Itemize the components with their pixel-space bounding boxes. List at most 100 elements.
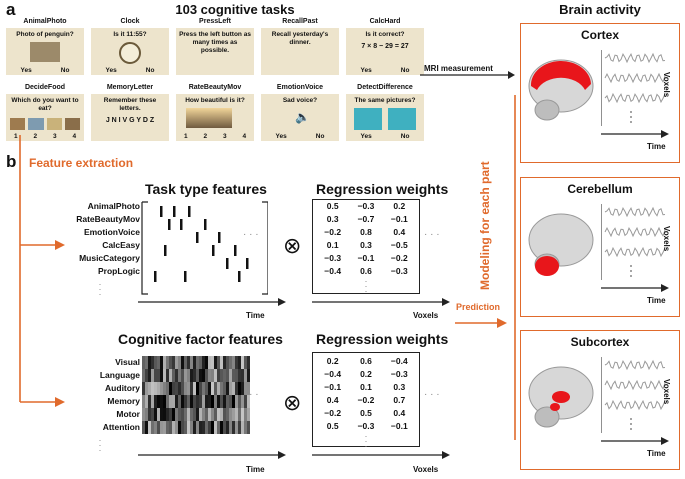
weight-value: −0.4 [324, 369, 342, 379]
task-card: Remember these letters.J N I V G Y D Z [91, 94, 169, 141]
cog-feature-cell [232, 421, 235, 434]
cog-feature-cell [157, 421, 160, 434]
cog-feature-cell [190, 408, 193, 421]
task-row-label: PropLogic [97, 266, 140, 276]
cog-feature-cell [169, 395, 172, 408]
task-option: 2 [33, 133, 38, 140]
cog-feature-cell [226, 369, 229, 382]
weight-value: −0.2 [324, 227, 342, 237]
voxel-trace [604, 72, 666, 84]
voxel-axis-top [312, 298, 450, 306]
weight-value: 0.8 [360, 227, 372, 237]
cog-feature-cell [193, 356, 196, 369]
cog-feature-cell [217, 395, 220, 408]
task-feature-bar [188, 206, 191, 217]
cog-feature-cell [163, 395, 166, 408]
brain-voxels-label: Voxels [662, 72, 671, 98]
weight-value: 0.6 [360, 266, 372, 276]
cog-feature-cell [181, 382, 184, 395]
cog-feature-cell [193, 395, 196, 408]
task-feature-bar [160, 206, 163, 217]
weight-value: −0.1 [390, 421, 408, 431]
cog-feature-cell [166, 382, 169, 395]
cog-feature-cell [169, 382, 172, 395]
task-feature-bar [168, 219, 171, 230]
weight-value: 0.4 [326, 395, 339, 405]
voxel-axis-bottom [312, 451, 450, 459]
task-prompt: Photo of penguin? [16, 31, 74, 38]
cog-feature-cell [223, 408, 226, 421]
cog-row-labels: Visual Language Auditory Memory Motor At… [60, 356, 141, 455]
voxel-trace [604, 226, 666, 238]
cog-feature-cell [241, 382, 244, 395]
cog-feature-cell [220, 356, 223, 369]
weights-row: 0.3−0.7−0.1 [316, 214, 416, 227]
weights-title-bottom: Regression weights [316, 331, 449, 347]
task-name: AnimalPhoto [23, 18, 67, 25]
cog-feature-cell [199, 382, 202, 395]
cog-feature-cell [190, 395, 193, 408]
time-axis-bottom [138, 451, 286, 459]
cog-feature-cell [160, 382, 163, 395]
cog-feature-cell [235, 356, 238, 369]
cog-feature-cell [178, 395, 181, 408]
cog-feature-cell [220, 369, 223, 382]
cog-feature-cell [154, 382, 157, 395]
cog-feature-cell [229, 395, 232, 408]
cog-feature-cell [190, 382, 193, 395]
cog-feature-cell [169, 421, 172, 434]
weight-value: −0.7 [357, 214, 375, 224]
cog-feature-cell [169, 408, 172, 421]
cog-feature-cell [184, 369, 187, 382]
cog-feature-cell [238, 395, 241, 408]
weight-value: −0.2 [357, 395, 375, 405]
task-feature-bar [234, 245, 237, 256]
task-prompt: Which do you want to eat? [11, 97, 79, 112]
cog-feature-cell [199, 408, 202, 421]
cog-feature-cell [178, 356, 181, 369]
cog-feature-cell [145, 369, 148, 382]
cog-feature-cell [154, 408, 157, 421]
cog-feature-cell [199, 395, 202, 408]
task-option: No [400, 133, 410, 140]
cog-feature-cell [217, 408, 220, 421]
task-feature-bar [154, 271, 157, 282]
task-name: DecideFood [24, 84, 66, 91]
cog-feature-cell [178, 382, 181, 395]
task-name: PressLeft [199, 18, 231, 25]
cog-feature-cell [241, 356, 244, 369]
weight-value: −0.4 [390, 356, 408, 366]
cog-feature-cell [220, 382, 223, 395]
task-feature-bar [164, 245, 167, 256]
cog-feature-cell [217, 356, 220, 369]
task-row-label: MusicCategory [79, 253, 140, 263]
cog-feature-cell [235, 369, 238, 382]
weight-value: −0.1 [357, 253, 375, 263]
weights-row-ellipsis: ··· [364, 276, 368, 296]
task-option: 4 [72, 133, 77, 140]
cog-feature-cell [145, 408, 148, 421]
cog-feature-cell [205, 395, 208, 408]
cog-feature-cell [214, 356, 217, 369]
task-option: Yes [20, 67, 32, 74]
cog-feature-cell [184, 356, 187, 369]
cog-feature-cell [211, 356, 214, 369]
brain-part-box: Cortex Time Voxels [520, 23, 680, 163]
brain-slice-image [528, 59, 594, 121]
weight-value: 0.3 [360, 240, 372, 250]
cog-feature-cell [196, 408, 199, 421]
cog-feature-cell [166, 356, 169, 369]
weight-value: 0.5 [326, 201, 339, 211]
brain-time-label: Time [647, 142, 666, 151]
cog-feature-cell [142, 382, 145, 395]
cog-feature-cell [205, 356, 208, 369]
brain-time-axis [601, 130, 669, 138]
task-feature-bar [238, 271, 241, 282]
cog-feature-cell [214, 421, 217, 434]
weight-value: −0.5 [390, 240, 408, 250]
cog-feature-cell [157, 408, 160, 421]
task-option: No [60, 67, 70, 74]
task-option: Yes [105, 67, 117, 74]
